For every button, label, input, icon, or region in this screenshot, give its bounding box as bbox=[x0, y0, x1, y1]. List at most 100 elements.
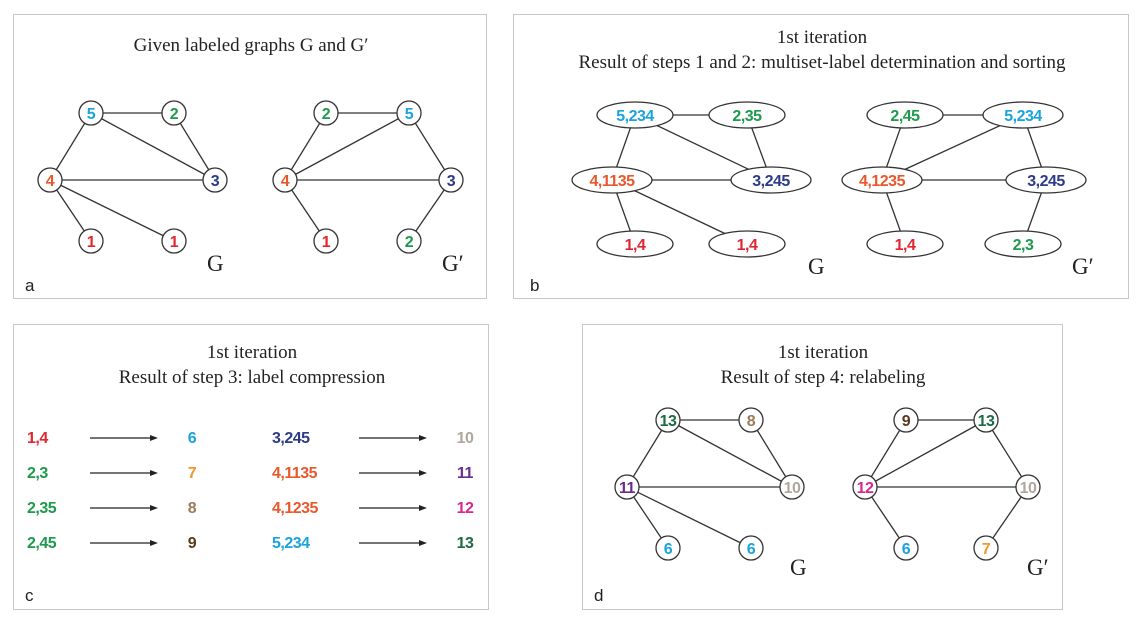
graph-node: 5 bbox=[396, 100, 422, 126]
node-label: 8 bbox=[747, 413, 756, 430]
graph-node: 3,245 bbox=[730, 166, 812, 194]
edge bbox=[985, 419, 1029, 488]
graph-node: 2,45 bbox=[866, 101, 944, 129]
graph-node: 11 bbox=[614, 474, 640, 500]
graph-g-label: G bbox=[790, 555, 807, 580]
edge bbox=[626, 486, 752, 549]
compression-row: 3,245 10 bbox=[272, 430, 475, 447]
node-label: 12 bbox=[857, 480, 874, 497]
graph-node: 1 bbox=[313, 228, 339, 254]
arrow-icon bbox=[419, 540, 427, 546]
compressed-label: 11 bbox=[457, 465, 474, 482]
arrow-icon bbox=[150, 470, 158, 476]
graph-node: 3 bbox=[438, 167, 464, 193]
graph-node: 6 bbox=[738, 535, 764, 561]
graph-node: 1,4 bbox=[708, 230, 786, 258]
compressed-label: 10 bbox=[457, 430, 474, 447]
multiset-label: 2,35 bbox=[27, 500, 57, 517]
compression-row: 2,35 8 bbox=[27, 500, 197, 517]
node-label: 1,4 bbox=[895, 237, 916, 254]
multiset-label: 4,1235 bbox=[272, 500, 319, 517]
node-label: 5 bbox=[87, 106, 96, 123]
graph-node: 6 bbox=[893, 535, 919, 561]
node-label: 1 bbox=[322, 234, 331, 251]
compression-row: 5,234 13 bbox=[272, 535, 475, 552]
graph-gprime-label: G′ bbox=[1027, 555, 1049, 580]
edge bbox=[864, 419, 987, 488]
panel-letter: c bbox=[25, 586, 34, 605]
edge bbox=[49, 112, 92, 181]
node-label: 2 bbox=[405, 234, 414, 251]
graph-node: 2,35 bbox=[708, 101, 786, 129]
edge bbox=[667, 419, 793, 488]
node-label: 2,45 bbox=[890, 108, 920, 125]
arrow-icon bbox=[419, 505, 427, 511]
panel-d-graphs: 1st iteration Result of step 4: relabeli… bbox=[594, 342, 1049, 605]
graph-node: 4 bbox=[37, 167, 63, 193]
node-label: 6 bbox=[664, 541, 673, 558]
multiset-label: 2,45 bbox=[27, 535, 57, 552]
node-label: 2,3 bbox=[1013, 237, 1034, 254]
compressed-label: 13 bbox=[457, 535, 474, 552]
multiset-label: 3,245 bbox=[272, 430, 310, 447]
node-label: 13 bbox=[660, 413, 677, 430]
compression-row: 4,1235 12 bbox=[272, 500, 475, 517]
node-label: 1,4 bbox=[625, 237, 646, 254]
panel-c-title-2: Result of step 3: label compression bbox=[119, 367, 386, 388]
node-label: 1 bbox=[87, 234, 96, 251]
graph-node: 2 bbox=[313, 100, 339, 126]
arrow-icon bbox=[150, 505, 158, 511]
multiset-label: 5,234 bbox=[272, 535, 310, 552]
node-label: 4,1235 bbox=[859, 173, 906, 190]
panel-b: 1st iteration Result of steps 1 and 2: m… bbox=[513, 14, 1129, 299]
compression-row: 1,4 6 bbox=[27, 430, 197, 447]
multiset-label: 1,4 bbox=[27, 430, 48, 447]
arrow-icon bbox=[419, 435, 427, 441]
graph-gprime-label: G′ bbox=[1072, 254, 1094, 279]
node-label: 9 bbox=[902, 413, 911, 430]
compressed-label: 8 bbox=[188, 500, 197, 517]
node-label: 4 bbox=[46, 173, 55, 190]
node-label: 3 bbox=[447, 173, 456, 190]
graph-node: 4,1235 bbox=[841, 166, 923, 194]
panel-a: Given labeled graphs G and G′ 5 2 4 3 1 … bbox=[13, 14, 487, 299]
node-label: 5 bbox=[405, 106, 414, 123]
node-label: 11 bbox=[619, 480, 636, 497]
graph-node: 2,3 bbox=[984, 230, 1062, 258]
arrow-icon bbox=[150, 540, 158, 546]
graph-node: 3,245 bbox=[1005, 166, 1087, 194]
edge bbox=[49, 179, 175, 242]
graph-node: 1,4 bbox=[866, 230, 944, 258]
graph-node: 10 bbox=[779, 474, 805, 500]
panel-d-title-1: 1st iteration bbox=[778, 342, 869, 363]
node-label: 5,234 bbox=[616, 108, 654, 125]
multiset-label: 2,3 bbox=[27, 465, 48, 482]
graph-node: 1,4 bbox=[596, 230, 674, 258]
compressed-label: 9 bbox=[188, 535, 197, 552]
edge bbox=[750, 419, 793, 488]
edge bbox=[284, 112, 410, 181]
graph-node: 7 bbox=[973, 535, 999, 561]
graph-node: 13 bbox=[973, 407, 999, 433]
node-label: 6 bbox=[747, 541, 756, 558]
graph-node: 4 bbox=[272, 167, 298, 193]
arrow-icon bbox=[150, 435, 158, 441]
panel-c: 1st iteration Result of step 3: label co… bbox=[13, 324, 489, 610]
graph-g-label: G bbox=[808, 254, 825, 279]
node-label: 1 bbox=[170, 234, 179, 251]
compression-row: 2,3 7 bbox=[27, 465, 197, 482]
graph-g-label: G bbox=[207, 251, 224, 276]
panel-letter: b bbox=[530, 276, 539, 295]
panel-d-title-2: Result of step 4: relabeling bbox=[721, 367, 926, 388]
panel-d: 1st iteration Result of step 4: relabeli… bbox=[582, 324, 1063, 610]
node-label: 3 bbox=[211, 173, 220, 190]
panel-b-title-2: Result of steps 1 and 2: multiset-label … bbox=[578, 52, 1066, 73]
edge bbox=[408, 112, 452, 181]
edge bbox=[284, 112, 327, 181]
node-label: 2,35 bbox=[732, 108, 762, 125]
compression-row: 2,45 9 bbox=[27, 535, 197, 552]
panel-a-title: Given labeled graphs G and G′ bbox=[134, 35, 369, 56]
graph-node: 12 bbox=[852, 474, 878, 500]
panel-letter: d bbox=[594, 586, 603, 605]
node-label: 10 bbox=[784, 480, 801, 497]
